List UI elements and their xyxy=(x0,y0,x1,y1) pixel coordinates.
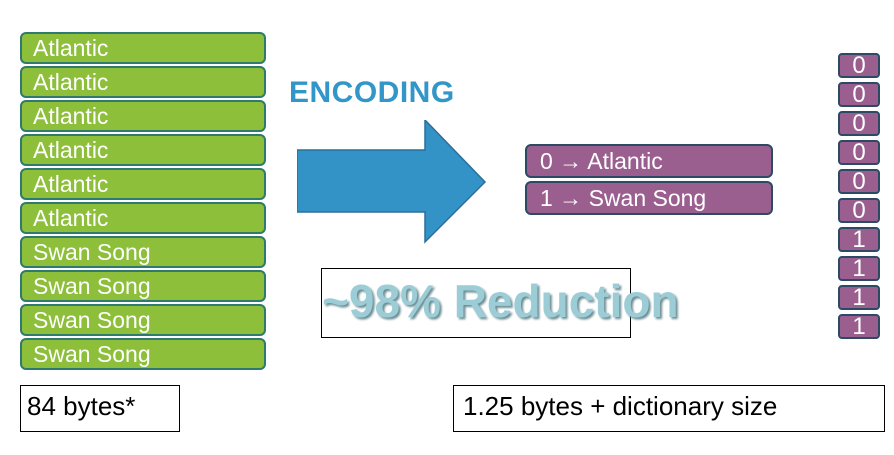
code-cell: 0 xyxy=(838,111,880,136)
code-cell: 1 xyxy=(838,314,880,339)
value-cell: Swan Song xyxy=(20,338,266,370)
value-cell: Atlantic xyxy=(20,134,266,166)
value-cell: Swan Song xyxy=(20,304,266,336)
value-cell: Atlantic xyxy=(20,66,266,98)
reduction-callout: ~98% Reduction xyxy=(321,268,679,338)
value-cell: Swan Song xyxy=(20,270,266,302)
code-cell: 0 xyxy=(838,82,880,107)
code-cell: 0 xyxy=(838,198,880,223)
reduction-text: ~98% Reduction xyxy=(322,275,679,327)
code-cell: 0 xyxy=(838,140,880,165)
value-cell: Atlantic xyxy=(20,168,266,200)
code-cell: 1 xyxy=(838,227,880,252)
code-cell: 1 xyxy=(838,256,880,281)
right-arrow-icon xyxy=(297,120,487,244)
value-cell: Atlantic xyxy=(20,202,266,234)
value-cell: Atlantic xyxy=(20,100,266,132)
original-size-label: 84 bytes* xyxy=(20,385,180,432)
code-cell: 0 xyxy=(838,169,880,194)
dictionary-entry: 1 → Swan Song xyxy=(525,181,773,215)
dictionary-entry: 0 → Atlantic xyxy=(525,144,773,178)
encoded-size-label: 1.25 bytes + dictionary size xyxy=(453,385,885,432)
encoding-title: ENCODING xyxy=(289,76,455,109)
code-cell: 1 xyxy=(838,285,880,310)
value-cell: Atlantic xyxy=(20,32,266,64)
code-cell: 0 xyxy=(838,53,880,78)
value-cell: Swan Song xyxy=(20,236,266,268)
